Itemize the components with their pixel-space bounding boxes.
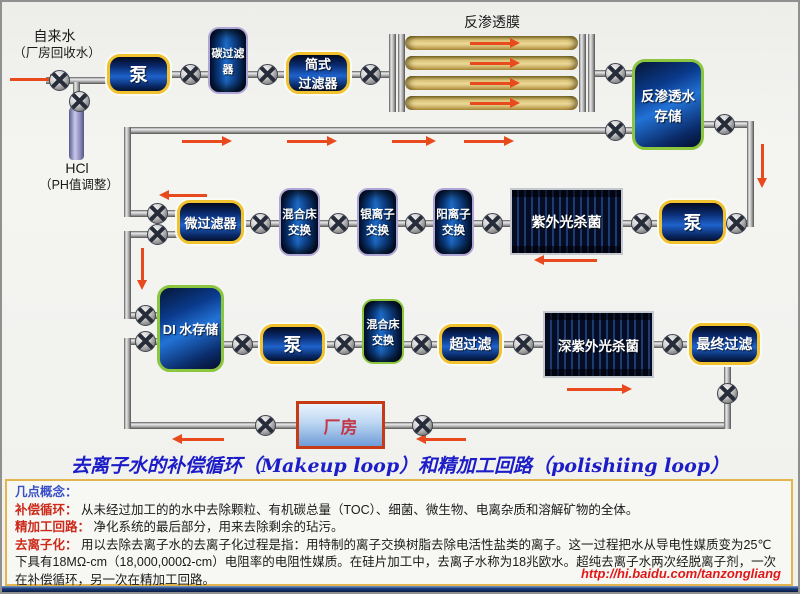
flow-arrow-left-icon [159,189,207,200]
valve-icon [327,212,349,234]
ro-membrane-label: 反渗透膜 [464,14,520,30]
pipe [127,421,298,429]
notes-panel: 几点概念： 补偿循环： 从未经过加工的的水中去除颗粒、有机碳总量（TOC）、细菌… [5,479,793,587]
pipe [746,120,754,227]
bottom-bar [2,586,798,592]
valve-icon [410,333,432,355]
valve-icon [134,304,156,326]
uv-sterilizer: 紫外光杀菌 [510,188,623,255]
valve-icon [604,119,626,141]
pipe [123,337,131,429]
cation-exchange: 阳离子 交换 [433,188,474,256]
pump-2-box: 泵 [659,200,726,244]
valve-icon [661,333,683,355]
flow-arrow-right-icon [182,135,232,146]
flow-arrow-right-icon [464,135,514,146]
flow-arrow-down-icon [136,248,147,290]
valve-icon [231,333,253,355]
note-makeup-loop: 补偿循环： 从未经过加工的的水中去除颗粒、有机碳总量（TOC）、细菌、微生物、电… [15,502,639,517]
notes-heading: 几点概念： [15,485,78,499]
deep-uv-sterilizer: 深紫外光杀菌 [543,311,654,378]
valve-icon [411,414,433,436]
valve-icon [333,333,355,355]
source-water-label: 自来水 [33,28,76,44]
final-filter: 最终过滤 [689,323,760,365]
flow-arrow-left-icon [172,433,224,444]
valve-icon [725,212,747,234]
flow-arrow-right-icon [287,135,337,146]
pipe [127,126,636,134]
ultra-filter: 超过滤 [439,324,502,364]
pipe [46,76,108,84]
simple-filter: 简式 过滤器 [286,52,350,94]
silver-ion-exchange: 银离子 交换 [357,188,398,256]
pipe [587,34,595,112]
note-deionization: 去离子化： 用以去除去离子水的去离子化过程是指：用特制的离子交换树脂去除电活性盐… [15,537,777,587]
pump-3-box: 泵 [260,324,325,364]
note-polishing-loop: 精加工回路： 净化系统的最后部分，用来去除剩余的玷污。 [15,520,344,534]
valve-icon [134,330,156,352]
hcl-cylinder [69,105,84,160]
ro-storage-tank: 反渗透水 存储 [632,59,704,150]
valve-icon [481,212,503,234]
valve-icon [713,113,735,135]
valve-icon [604,62,626,84]
valve-icon [146,223,168,245]
flow-arrow-right-icon [567,383,632,394]
source-url-link[interactable]: http://hi.baidu.com/tanzongliang [580,565,781,581]
pipe [578,34,586,112]
valve-icon [359,63,381,85]
flow-arrow-right-icon [470,97,520,108]
flow-arrow-left-icon [416,433,466,444]
flow-arrow-down-icon [756,144,767,188]
flow-arrow-right-icon [470,77,520,88]
flow-arrow-left-icon [534,254,597,265]
factory-box: 厂房 [296,401,385,449]
hcl-label: HCl [65,160,89,176]
valve-icon [48,69,70,91]
valve-icon [512,333,534,355]
valve-icon [256,63,278,85]
valve-icon [404,212,426,234]
valve-icon [179,63,201,85]
valve-icon [254,414,276,436]
pipe [397,34,405,112]
pipe [388,34,396,112]
di-storage-tank: DI 水存储 [157,285,224,372]
mixed-bed-exchange-2: 混合床 交换 [279,188,320,256]
valve-icon [716,382,738,404]
valve-icon [630,212,652,234]
pump-1-box: 泵 [107,54,170,94]
source-water-sublabel: （厂房回收水） [13,46,101,60]
carbon-filter: 碳过滤器 [208,27,248,94]
micro-filter: 微过滤器 [177,200,244,244]
pipe [383,421,731,429]
mixed-bed-exchange-3: 混合床 交换 [362,299,404,364]
pipe [123,126,131,217]
flow-arrow-right-icon [470,57,520,68]
flow-arrow-right-icon [470,37,520,48]
pipe [123,230,131,319]
valve-icon [249,212,271,234]
flow-arrow-right-icon [392,135,436,146]
valve-icon [146,202,168,224]
valve-icon [68,90,90,112]
hcl-sublabel: （PH值调整） [39,178,119,192]
diagram-title: 去离子水的补偿循环（Makeup loop）和精加工回路（polishiing … [70,455,730,477]
flow-arrow-right-icon [10,73,60,84]
